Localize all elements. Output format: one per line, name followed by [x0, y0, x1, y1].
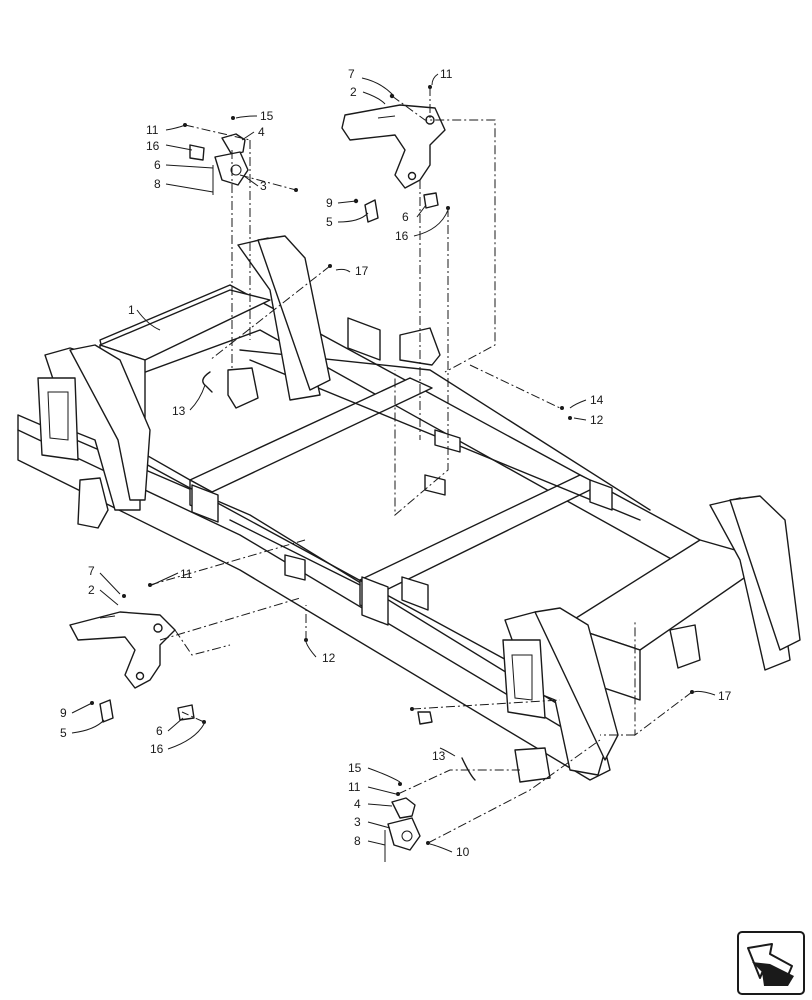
callout-12: 12 [322, 651, 336, 665]
latch-assembly-upper-left [183, 116, 298, 195]
callout-8: 8 [154, 177, 161, 191]
bracket-assembly-upper [341, 85, 450, 223]
callout-2: 2 [88, 583, 95, 597]
callout-5: 5 [60, 726, 67, 740]
callout-3: 3 [260, 179, 267, 193]
callout-6: 6 [156, 724, 163, 738]
callout-16: 16 [395, 229, 409, 243]
callout-1: 1 [128, 303, 135, 317]
callout-2: 2 [350, 85, 357, 99]
main-frame [17, 235, 801, 783]
leader-lines [71, 73, 716, 853]
callout-6: 6 [402, 210, 409, 224]
bracket-assembly-lower-left [69, 583, 206, 724]
callout-11: 11 [440, 67, 453, 81]
callout-12: 12 [590, 413, 604, 427]
callout-9: 9 [60, 706, 67, 720]
callout-13: 13 [432, 749, 446, 763]
callout-17: 17 [355, 264, 369, 278]
callout-16: 16 [146, 139, 160, 153]
fasteners [202, 264, 694, 781]
callout-5: 5 [326, 215, 333, 229]
callout-8: 8 [354, 834, 361, 848]
callout-6: 6 [154, 158, 161, 172]
callout-4: 4 [354, 797, 361, 811]
assembly-lines [149, 87, 693, 844]
page-navigation-icon[interactable] [737, 931, 805, 995]
callout-15: 15 [260, 109, 274, 123]
callout-7: 7 [348, 67, 355, 81]
callout-11: 11 [146, 123, 159, 137]
callout-11: 11 [348, 780, 361, 794]
callout-13: 13 [172, 404, 186, 418]
callout-14: 14 [590, 393, 604, 407]
callout-4: 4 [258, 125, 265, 139]
callout-10: 10 [456, 845, 470, 859]
callout-17: 17 [718, 689, 732, 703]
callout-11: 11 [180, 567, 193, 581]
callout-3: 3 [354, 815, 361, 829]
callout-labels: 7 2 11 11 15 16 4 6 8 3 9 6 5 16 17 1 13… [60, 67, 732, 859]
callout-9: 9 [326, 196, 333, 210]
callout-16: 16 [150, 742, 164, 756]
callout-7: 7 [88, 564, 95, 578]
latch-assembly-lower [384, 782, 430, 862]
callout-15: 15 [348, 761, 362, 775]
